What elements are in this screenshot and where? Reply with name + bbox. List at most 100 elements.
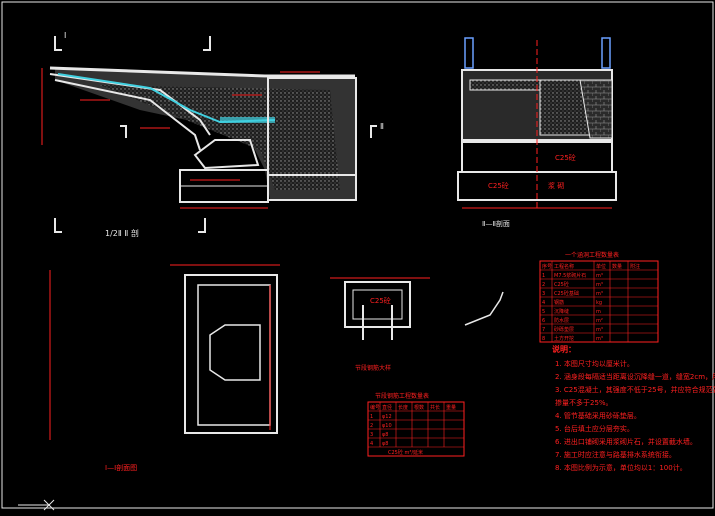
table-header-cell: 直径 bbox=[382, 404, 392, 411]
notes-heading: 说明： bbox=[552, 344, 576, 354]
slope-line-2 bbox=[54, 79, 201, 151]
table-cell: 6 bbox=[542, 318, 545, 324]
table-header-cell: 单位 bbox=[596, 263, 606, 270]
table-cell: 3 bbox=[542, 291, 545, 297]
table-cell: C25砼 bbox=[554, 281, 569, 288]
slab-left bbox=[469, 79, 541, 91]
section-mark-label: Ⅱ bbox=[380, 122, 384, 131]
road-surface bbox=[49, 66, 355, 78]
table-cell: kg bbox=[596, 300, 602, 306]
view-title: Ⅰ—Ⅰ剖面图 bbox=[105, 463, 137, 472]
table-header-cell: 根数 bbox=[414, 404, 424, 411]
plan-inlet bbox=[209, 324, 261, 381]
backfill-hatch bbox=[100, 85, 340, 190]
section-mark-top-right bbox=[203, 36, 211, 51]
table-header-cell: 共长 bbox=[430, 404, 440, 411]
table-header-cell: 长度 bbox=[398, 404, 408, 411]
table-cell: 砂砾垫层 bbox=[554, 326, 574, 333]
table-cell: 2 bbox=[370, 423, 373, 429]
table-cell: m³ bbox=[596, 291, 603, 297]
note-line: 4. 管节基础采用砂砾垫层。 bbox=[555, 411, 641, 420]
note-line: 6. 进出口铺砌采用浆砌片石，并设置截水墙。 bbox=[555, 437, 697, 446]
stone-label: 浆 砌 bbox=[548, 181, 564, 190]
stone-wall bbox=[579, 79, 613, 139]
section-mark-II-left bbox=[120, 125, 127, 138]
headwall bbox=[193, 139, 260, 170]
table-cell: m² bbox=[596, 318, 603, 324]
table-cell: 钢筋 bbox=[554, 299, 564, 306]
table-cell: m bbox=[596, 309, 601, 315]
table-cell: φ8 bbox=[382, 432, 388, 438]
table-footer: C25砼 m³/延米 bbox=[388, 449, 423, 456]
plan-inner bbox=[197, 284, 271, 426]
note-line: 1. 本图尺寸均以厘米计。 bbox=[555, 359, 634, 368]
plan-view: Ⅰ—Ⅰ剖面图 bbox=[49, 264, 280, 472]
table-cell: 土方开挖 bbox=[554, 335, 574, 342]
section-mark-I-top bbox=[54, 36, 62, 51]
table-cell: φ8 bbox=[382, 441, 388, 447]
note-line: 8. 本图比例为示意，单位均以1：100计。 bbox=[555, 463, 687, 472]
table-cell: φ10 bbox=[382, 423, 392, 429]
box-label: C25砼 bbox=[370, 296, 391, 305]
culvert-body bbox=[267, 77, 357, 201]
c25-label: C25砼 bbox=[555, 153, 576, 162]
table-border bbox=[539, 260, 659, 343]
longitudinal-section: Ⅰ Ⅱ 1/2Ⅱ Ⅱ 剖 bbox=[41, 31, 384, 238]
rail-left bbox=[464, 37, 474, 69]
plan-outline bbox=[184, 274, 278, 434]
table-cell: C25砼基础 bbox=[554, 290, 579, 297]
box-outer bbox=[344, 281, 411, 328]
table-cell: 5 bbox=[542, 309, 545, 315]
table-cell: 7 bbox=[542, 327, 545, 333]
quantity-table-right: 一个涵洞工程数量表 序号工程名称 单位数量 附注 1 M7.5浆砌片石 m³ 2 C25砼 m³… bbox=[539, 251, 659, 343]
table-cell: 沉降缝 bbox=[554, 308, 569, 315]
table-cell: 1 bbox=[542, 273, 545, 279]
rail-right bbox=[601, 37, 611, 69]
ucs-icon bbox=[18, 499, 55, 511]
note-line: 3. C25混凝土，其强度不低于25号，并应符合规范要求， bbox=[555, 385, 715, 394]
table-cell: 4 bbox=[370, 441, 373, 447]
table-title: 一个涵洞工程数量表 bbox=[565, 251, 619, 259]
note-line: 7. 施工时应注意与路基排水系统衔接。 bbox=[555, 450, 676, 459]
box-detail: C25砼 节段钢筋大样 bbox=[330, 277, 504, 372]
view-title: 1/2Ⅱ Ⅱ 剖 bbox=[105, 228, 139, 238]
table-cell: 4 bbox=[542, 300, 545, 306]
table-header-cell: 重量 bbox=[446, 404, 456, 411]
table-cell: 防水层 bbox=[554, 317, 569, 324]
table-header-cell: 序号 bbox=[542, 263, 552, 270]
table-cell: m³ bbox=[596, 327, 603, 333]
detail-caption: 节段钢筋大样 bbox=[355, 364, 391, 372]
table-header-cell: 附注 bbox=[630, 263, 640, 270]
table-cell: 3 bbox=[370, 432, 373, 438]
table-cell: 8 bbox=[542, 336, 545, 342]
table-header-cell: 工程名称 bbox=[554, 263, 574, 270]
table-header-cell: 编号 bbox=[370, 404, 380, 411]
note-line: 5. 台后填土应分层夯实。 bbox=[555, 424, 634, 433]
box-inner bbox=[352, 289, 403, 320]
water-channel bbox=[220, 117, 275, 123]
view-title: Ⅱ—Ⅱ剖面 bbox=[482, 219, 510, 228]
section-mark-label: Ⅰ bbox=[64, 31, 66, 40]
table-cell: φ12 bbox=[382, 414, 392, 420]
table-title: 节段钢筋工程数量表 bbox=[375, 392, 429, 400]
hook-detail bbox=[464, 291, 504, 326]
section-mark-II-right bbox=[370, 125, 377, 138]
table-cell: M7.5浆砌片石 bbox=[554, 272, 586, 279]
note-line: 2. 涵身段每隔适当距离设沉降缝一道，缝宽2cm，用沥青麻絮填塞。 bbox=[555, 372, 715, 381]
note-line: 掺量不多于25%。 bbox=[555, 398, 613, 407]
section-mark-bottom-right bbox=[198, 218, 206, 233]
cross-section: C25砼 C25砼 浆 砌 Ⅱ—Ⅱ剖面 bbox=[457, 37, 617, 228]
table-cell: 2 bbox=[542, 282, 545, 288]
c25-label: C25砼 bbox=[488, 181, 509, 190]
table-cell: m³ bbox=[596, 273, 603, 279]
notes-block: 说明： 1. 本图尺寸均以厘米计。 2. 涵身段每隔适当距离设沉降缝一道，缝宽2c… bbox=[552, 344, 715, 472]
table-cell: m³ bbox=[596, 282, 603, 288]
table-cell: m³ bbox=[596, 336, 603, 342]
section-mark-I-bottom bbox=[54, 218, 62, 233]
table-header-cell: 数量 bbox=[612, 263, 622, 270]
table-cell: 1 bbox=[370, 414, 373, 420]
